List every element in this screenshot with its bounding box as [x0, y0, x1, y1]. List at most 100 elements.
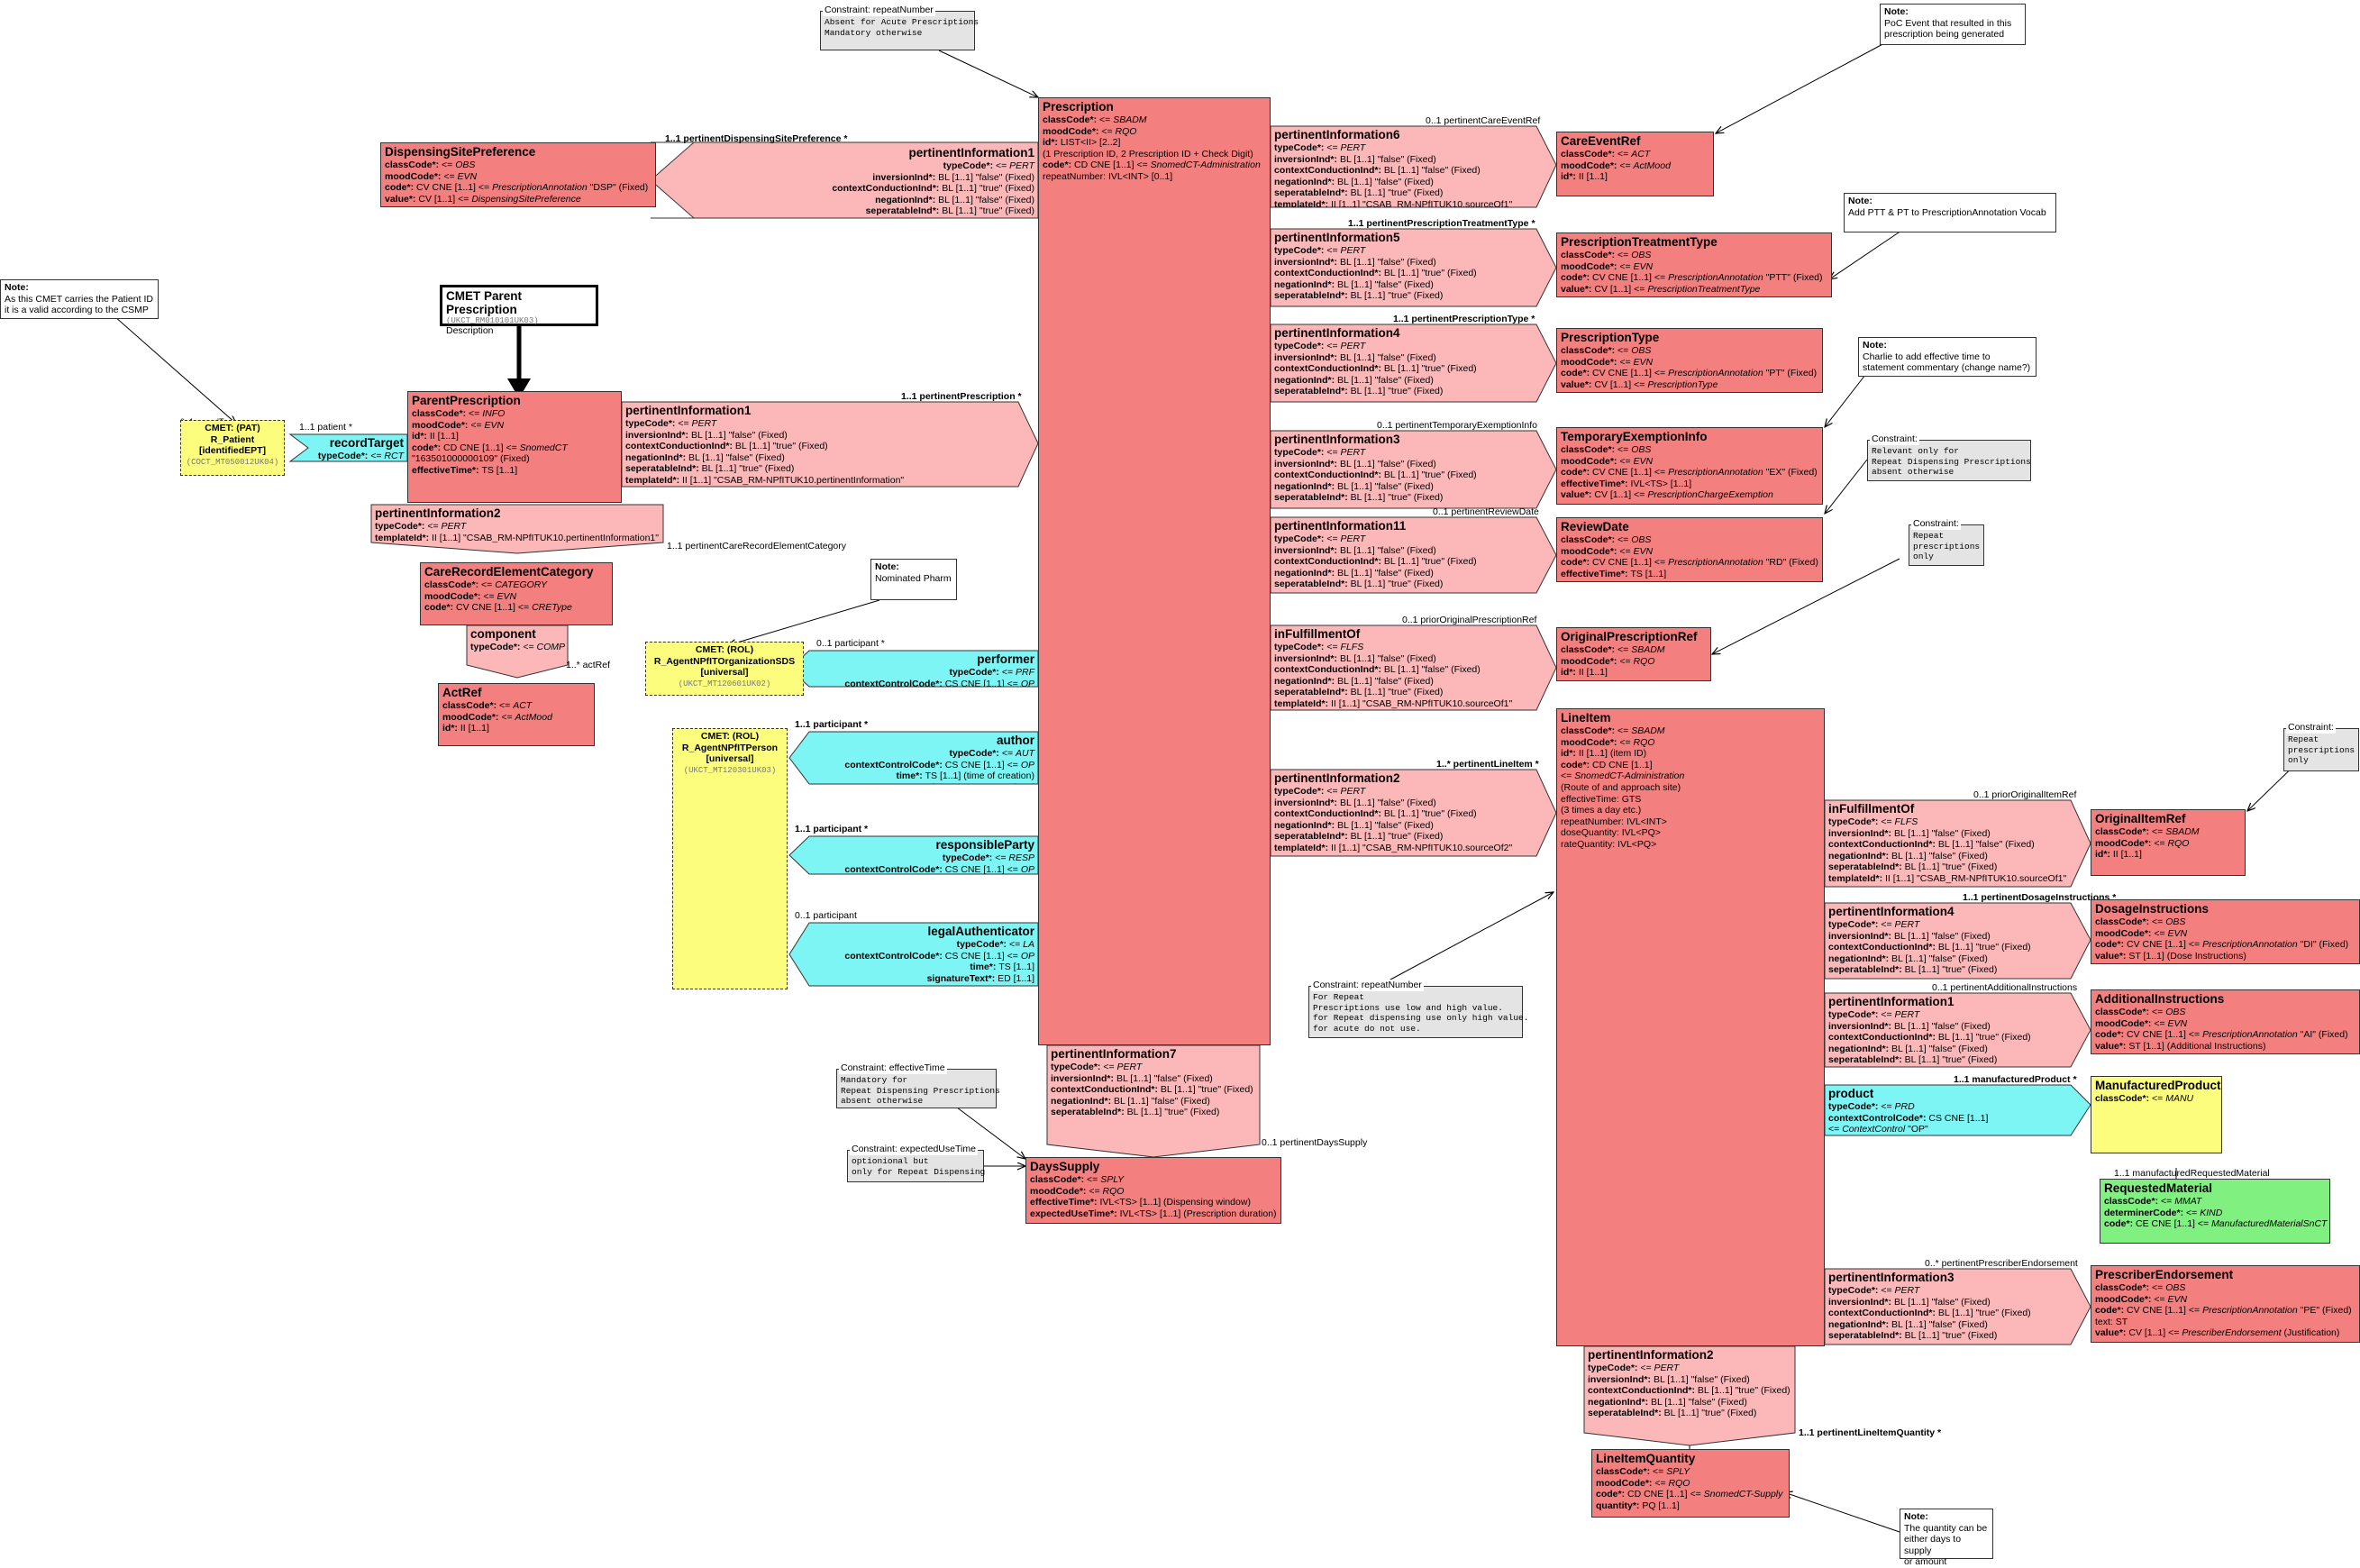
- class-attribute: inversionInd*: BL [1..1] "false" (Fixed): [1274, 544, 1436, 556]
- class-attribute: inversionInd*: BL [1..1] "false" (Fixed): [1274, 256, 1436, 268]
- class-attribute: contextConductionInd*: BL [1..1] "true" …: [625, 441, 828, 452]
- class-attribute: code*: CV CNE [1..1] <= PrescriptionAnno…: [385, 182, 649, 194]
- class-attribute: inversionInd*: BL [1..1] "false" (Fixed): [1828, 827, 1991, 839]
- class-title: ReviewDate: [1561, 520, 1629, 533]
- class-title: component: [470, 627, 536, 641]
- note-careevent: Note: PoC Event that resulted in this pr…: [1880, 4, 2026, 45]
- class-attribute: signatureText*: ED [1..1]: [813, 782, 1034, 784]
- class-attribute: value*: CV [1..1] <= DispensingSitePrefe…: [385, 193, 581, 205]
- class-title: pertinentInformation4: [1274, 326, 1400, 340]
- class-attribute: id*: II [1..1]: [1561, 667, 1608, 679]
- class-title: DaysSupply: [1030, 1160, 1100, 1173]
- class-attribute: moodCode*: <= RQO: [1561, 655, 1655, 667]
- constraint-temporaryexemption: Constraint: Relevant only for Repeat Dis…: [1867, 433, 2031, 481]
- class-attribute: negationInd*: BL [1..1] "false" (Fixed): [1588, 1396, 1747, 1408]
- class-attribute: moodCode*: <= ActMood: [1561, 160, 1671, 171]
- class-attribute: classCode*: <= OBS: [2095, 1282, 2186, 1293]
- class-attribute: value*: CV [1..1] <= PrescriptionTreatme…: [1561, 283, 1761, 295]
- label-pop: 0..1 priorOriginalPrescriptionRef: [1402, 615, 1537, 625]
- note-quantity: Note: The quantity can be either days to…: [1900, 1509, 1993, 1567]
- class-title: ParentPrescription: [412, 394, 521, 407]
- class-attribute: typeCode*: <= PERT: [375, 521, 467, 532]
- class-attribute: typeCode*: <= FLFS: [1274, 642, 1364, 652]
- class-attribute: contextConductionInd*: BL [1..1] "false"…: [1274, 664, 1481, 676]
- class-attribute: templateId*: II [1..1] "CSAB_RM-NPfITUK1…: [1274, 198, 1513, 207]
- class-attribute: templateId*: II [1..1] "CSAB_RM-NPfITUK1…: [1274, 842, 1513, 853]
- class-attribute: value*: CV [1..1] <= PrescriptionChargeE…: [1561, 489, 1773, 501]
- class-attribute: moodCode*: <= EVN: [1561, 545, 1654, 557]
- class-attribute: templateId*: II [1..1] "CSAB_RM-NPfITUK1…: [1828, 872, 2067, 884]
- class-attribute: time*: TS [1..1]: [970, 962, 1034, 973]
- class-attribute: code*: CE CNE [1..1] <= ManufacturedMate…: [2104, 1218, 2328, 1230]
- class-attribute: negationInd*: BL [1..1] "false" (Fixed): [1274, 567, 1434, 579]
- class-attribute: code*: CD CNE [1..1] <= SnomedCT-Supply: [1596, 1489, 1783, 1500]
- class-attribute: typeCode*: <= PERT: [1274, 447, 1366, 458]
- class-attribute: seperatableInd*: BL [1..1] "true" (Fixed…: [1828, 964, 1998, 976]
- class-attribute: seperatableInd*: BL [1..1] "true" (Fixed…: [1274, 290, 1444, 302]
- class-attribute: effectiveTime*: TS [1..1]: [412, 464, 518, 476]
- class-attribute: typeCode*: <= RCT: [317, 451, 404, 461]
- label-poi: 0..1 priorOriginalItemRef: [1973, 789, 2077, 800]
- class-title: ActRef: [442, 686, 482, 699]
- label-pmp: 1..1 manufacturedProduct *: [1954, 1074, 2077, 1085]
- note-nominated-pharm: Note: Nominated Pharm: [870, 559, 957, 600]
- class-attribute: moodCode*: <= RQO: [1030, 1185, 1125, 1197]
- label-pli: 1..* pertinentLineItem *: [1436, 759, 1539, 770]
- class-attribute: typeCode*: <= PERT: [1051, 1062, 1143, 1072]
- class-title: inFulfillmentOf: [1828, 802, 1915, 816]
- class-attribute: id*: II [1..1]: [2095, 849, 2142, 861]
- class-attribute: (Route of and approach site): [1561, 781, 1681, 793]
- class-attribute: typeCode*: <= PERT: [1274, 533, 1366, 544]
- class-attribute: contextControlCode*: CS CNE [1..1]: [1828, 1112, 1989, 1124]
- class-attribute: negationInd*: BL [1..1] "false" (Fixed): [1274, 176, 1434, 187]
- class-attribute: text: ST: [2095, 1316, 2128, 1327]
- class-attribute: contextConductionInd*: BL [1..1] "true" …: [1274, 556, 1477, 568]
- class-title: OriginalItemRef: [2095, 812, 2186, 825]
- class-attribute: "163501000000109" (Fixed): [412, 453, 530, 465]
- label-pds: 0..1 pertinentDaysSupply: [1262, 1137, 1368, 1148]
- class-attribute: moodCode*: <= EVN: [424, 590, 517, 602]
- class-attribute: classCode*: <= SBADM: [1043, 114, 1147, 125]
- class-attribute: typeCode*: <= PERT: [1828, 1285, 1920, 1296]
- class-attribute: classCode*: <= SBADM: [1561, 644, 1665, 655]
- note-charlie: Note: Charlie to add effective time to s…: [1858, 337, 2037, 377]
- class-attribute: inversionInd*: BL [1..1] "false" (Fixed): [1274, 652, 1436, 664]
- note-patient: Note: As this CMET carries the Patient I…: [0, 279, 159, 319]
- class-attribute: classCode*: <= INFO: [412, 408, 506, 419]
- class-attribute: typeCode*: <= RESP: [942, 852, 1034, 863]
- class-attribute: classCode*: <= MMAT: [2104, 1196, 2202, 1207]
- class-title: pertinentInformation1: [625, 404, 752, 417]
- class-title: legalAuthenticator: [927, 925, 1034, 938]
- class-attribute: contextControlCode*: CS CNE [1..1] <= OP: [844, 759, 1034, 770]
- class-attribute: classCode*: <= OBS: [1561, 534, 1652, 545]
- class-attribute: typeCode*: <= PERT: [625, 418, 717, 429]
- class-attribute: contextConductionInd*: BL [1..1] "false"…: [1828, 839, 2035, 851]
- class-title: Prescription: [1043, 100, 1114, 114]
- class-attribute: seperatableInd*: BL [1..1] "true" (Fixed…: [1274, 831, 1444, 843]
- class-attribute: seperatableInd*: BL [1..1] "true" (Fixed…: [1274, 687, 1444, 698]
- class-attribute: effectiveTime: GTS: [1561, 793, 1642, 805]
- class-attribute: typeCode*: <= AUT: [949, 748, 1034, 759]
- label-pcre: 1..1 pertinentCareRecordElementCategory: [667, 541, 847, 552]
- class-title: CareEventRef: [1561, 134, 1641, 148]
- class-attribute: negationInd*: BL [1..1] "false" (Fixed): [1274, 480, 1434, 492]
- class-title: pertinentInformation1: [1828, 995, 1955, 1008]
- class-attribute: negationInd*: BL [1..1] "false" (Fixed): [875, 194, 1034, 205]
- class-attribute: seperatableInd*: BL [1..1] "true" (Fixed…: [1051, 1107, 1220, 1118]
- class-attribute: classCode*: <= OBS: [1561, 345, 1652, 356]
- class-attribute: typeCode*: <= LA: [956, 939, 1034, 950]
- class-title: author: [997, 734, 1034, 747]
